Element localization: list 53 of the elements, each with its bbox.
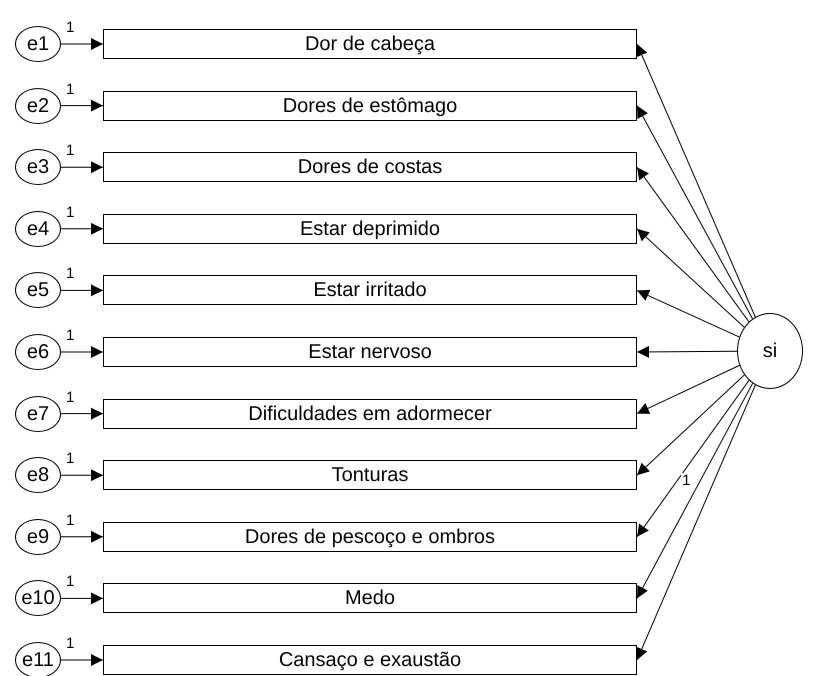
arrow — [636, 105, 754, 320]
arrow — [60, 469, 104, 482]
edge-label: 1 — [681, 472, 692, 488]
error-term-circle: e10 — [15, 580, 61, 616]
variable-box: Cansaço e exaustão — [103, 645, 637, 675]
arrow — [636, 374, 745, 476]
variable-box: Dor de cabeça — [103, 29, 637, 59]
variable-box: Estar irritado — [103, 275, 637, 306]
variable-box: Dores de costas — [103, 152, 637, 182]
arrow — [636, 380, 750, 538]
arrow — [636, 382, 754, 599]
error-term-circle: e7 — [15, 396, 61, 432]
edge-label: 1 — [65, 20, 76, 35]
error-term-circle: e3 — [15, 149, 61, 186]
error-term-circle: e6 — [15, 334, 61, 370]
variable-box: Tonturas — [103, 460, 637, 490]
error-term-circle: e11 — [15, 642, 61, 676]
arrow — [60, 530, 104, 543]
error-term-circle: e8 — [15, 457, 61, 494]
variable-box: Dificuldades em adormecer — [103, 398, 637, 429]
edge-label: 1 — [65, 328, 76, 343]
edge-label: 1 — [65, 82, 76, 97]
arrow — [60, 284, 104, 296]
edge-label: 1 — [65, 390, 76, 405]
arrow — [636, 346, 738, 358]
arrow — [636, 44, 756, 318]
error-term-circle: e2 — [15, 88, 61, 124]
arrow — [636, 166, 750, 322]
arrow — [60, 222, 104, 235]
arrow — [60, 654, 104, 666]
edge-label: 1 — [65, 512, 76, 528]
arrow — [636, 228, 745, 328]
variable-box: Medo — [103, 583, 637, 614]
error-term-circle: e1 — [15, 26, 61, 62]
edge-label: 1 — [65, 636, 76, 651]
error-term-circle: e9 — [15, 518, 61, 555]
variable-box: Estar deprimido — [103, 214, 637, 244]
latent-variable-circle: si — [737, 313, 803, 389]
error-term-circle: e4 — [15, 210, 61, 247]
arrow — [60, 346, 104, 358]
variable-box: Estar nervoso — [103, 337, 637, 367]
arrow — [60, 408, 104, 420]
arrow — [60, 161, 104, 174]
arrow — [636, 290, 740, 338]
arrow — [636, 384, 756, 660]
arrow — [60, 100, 104, 112]
arrow — [60, 592, 104, 604]
error-term-circle: e5 — [15, 272, 61, 308]
variable-box: Dores de estômago — [103, 90, 637, 121]
arrow — [60, 38, 104, 50]
variable-box: Dores de pescoço e ombros — [103, 522, 637, 552]
edge-label: 1 — [65, 204, 76, 220]
arrow — [636, 364, 740, 414]
